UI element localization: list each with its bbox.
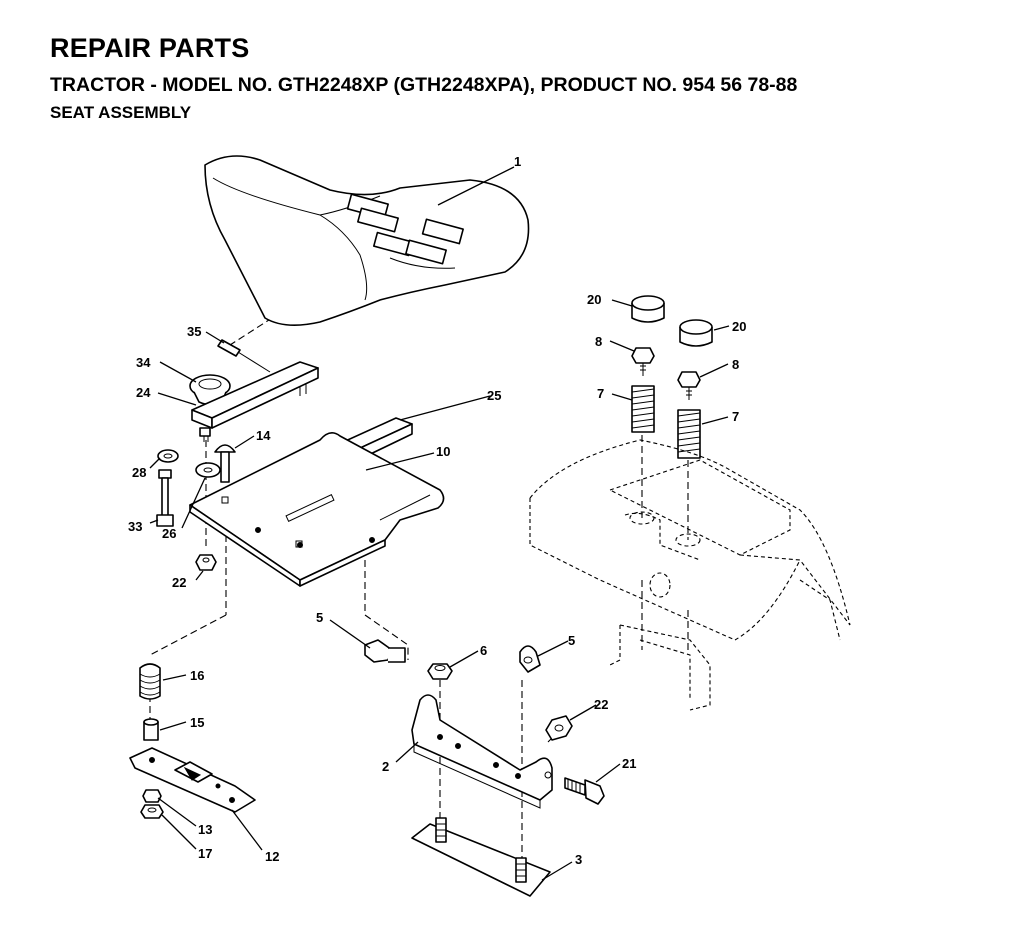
callout-5-left: 5: [316, 610, 323, 625]
callout-10: 10: [436, 444, 450, 459]
callout-22-left: 22: [172, 575, 186, 590]
bracket-12: [129, 747, 256, 813]
leader-lines: [149, 166, 730, 881]
callout-24: 24: [136, 385, 151, 400]
mount-plate-3: [411, 817, 551, 897]
pin: [217, 339, 271, 373]
callout-20-left: 20: [587, 292, 601, 307]
bolts-8: [631, 347, 701, 400]
spacer-15: [143, 718, 159, 741]
assembly-lines: [149, 299, 689, 860]
callout-26: 26: [162, 526, 176, 541]
callout-2: 2: [382, 759, 389, 774]
seat: [204, 155, 530, 326]
hardware-left: [156, 444, 236, 571]
seat-slide-left: [191, 361, 319, 442]
springs-7: [631, 385, 701, 459]
bumpers-20: [631, 295, 713, 347]
callout-13: 13: [198, 822, 212, 837]
callout-3: 3: [575, 852, 582, 867]
callout-1: 1: [514, 154, 521, 169]
callout-16: 16: [190, 668, 204, 683]
tractor-fender: [529, 439, 851, 711]
callout-8-right: 8: [732, 357, 739, 372]
callout-25: 25: [487, 388, 501, 403]
nut-6: [427, 663, 453, 680]
callout-34: 34: [136, 355, 151, 370]
callout-5-right: 5: [568, 633, 575, 648]
callout-7-right: 7: [732, 409, 739, 424]
callout-17: 17: [198, 846, 212, 861]
callout-12: 12: [265, 849, 279, 864]
page-title: REPAIR PARTS: [50, 33, 250, 63]
callout-8-left: 8: [595, 334, 602, 349]
bolt-21: [564, 777, 605, 805]
callout-15: 15: [190, 715, 204, 730]
callout-7-left: 7: [597, 386, 604, 401]
callout-35: 35: [187, 324, 201, 339]
callout-20-right: 20: [732, 319, 746, 334]
callout-14: 14: [256, 428, 271, 443]
spring-16: [139, 663, 161, 700]
callout-28: 28: [132, 465, 146, 480]
callout-6: 6: [480, 643, 487, 658]
clips: [364, 639, 541, 673]
section-title: SEAT ASSEMBLY: [50, 103, 192, 122]
nut-13-17: [140, 789, 164, 819]
callout-33: 33: [128, 519, 142, 534]
callout-22-right: 22: [594, 697, 608, 712]
callout-labels: 1 35 34 24 25 14 10 28 33 26 22 5 5 6 16…: [128, 154, 746, 867]
page-subtitle: TRACTOR - MODEL NO. GTH2248XP (GTH2248XP…: [50, 74, 798, 96]
seat-bracket-2: [411, 694, 553, 809]
seat-plate: [189, 432, 445, 587]
nut-22-right: [545, 715, 573, 741]
callout-21: 21: [622, 756, 636, 771]
